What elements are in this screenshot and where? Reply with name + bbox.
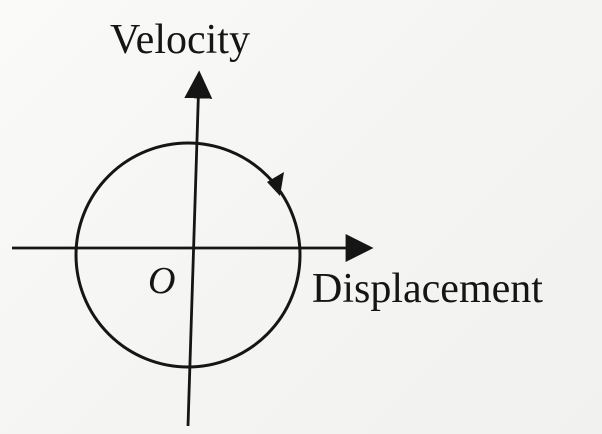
clockwise-direction-arrow <box>267 172 284 196</box>
origin-label: O <box>148 260 176 302</box>
velocity-axis <box>184 70 213 427</box>
displacement-axis-label: Displacement <box>312 266 543 312</box>
phase-trajectory-circle <box>74 141 302 369</box>
velocity-axis-label: Velocity <box>110 17 250 63</box>
